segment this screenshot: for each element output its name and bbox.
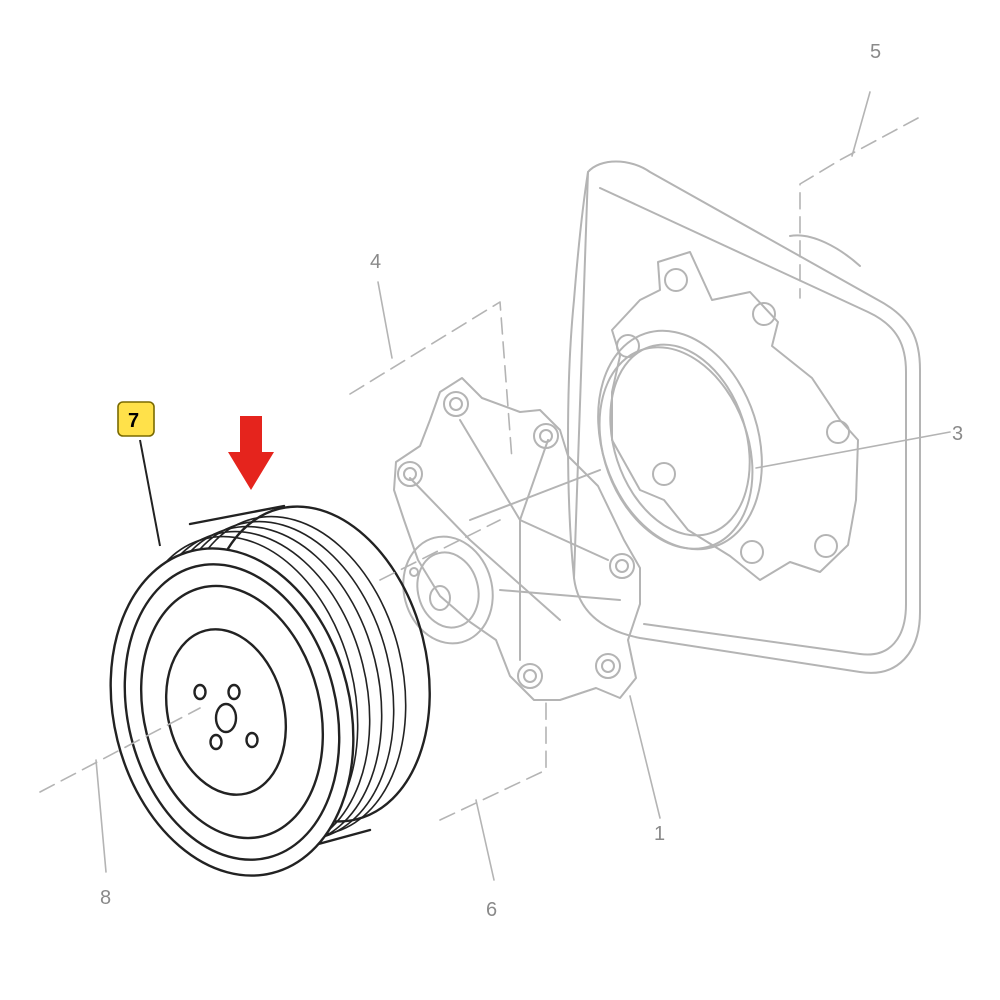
callout-4: 4: [370, 251, 381, 273]
gasket-flange: [597, 251, 859, 581]
callout-3: 3: [952, 423, 963, 445]
callout-5: 5: [870, 41, 881, 63]
callout-7-badge[interactable]: 7: [117, 401, 155, 437]
water-pump-housing: [393, 377, 641, 701]
engine-cover: [567, 160, 921, 674]
callout-7: 7: [128, 410, 139, 432]
callout-7-leader: [139, 439, 161, 547]
o-ring-seal: [598, 346, 754, 550]
callout-1: 1: [654, 823, 665, 845]
callout-6: 6: [486, 899, 497, 921]
leader-lines: [39, 91, 951, 881]
callout-8: 8: [100, 887, 111, 909]
pulley[interactable]: [77, 483, 461, 902]
down-arrow-icon: [228, 416, 274, 490]
